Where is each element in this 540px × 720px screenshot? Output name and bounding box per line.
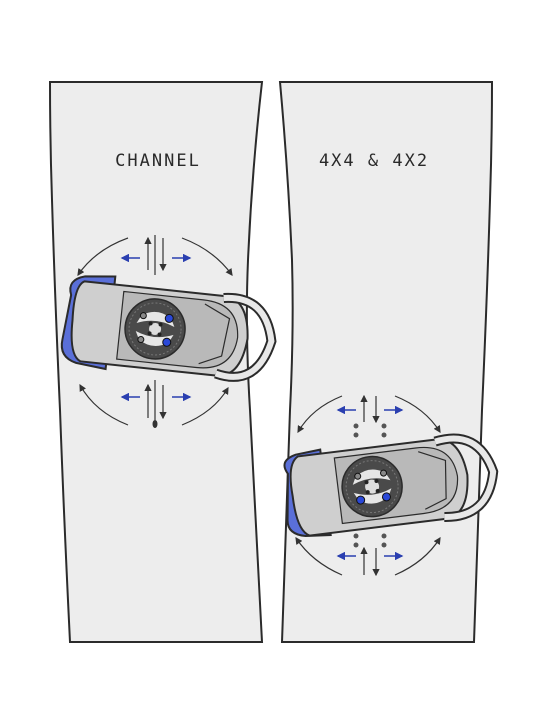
toe-ramp-loop [214,294,275,380]
binding-4x4 [283,433,499,538]
rotation-arrow-icon [79,383,129,426]
bolt-icon [381,492,391,502]
channel-end-cap [152,420,158,428]
rotation-arrow-icon [394,536,441,576]
insert-holes-top [353,423,387,438]
bolt-icon [356,495,366,505]
board-4x4-4x2: 4X4 & 4X2 [278,81,499,643]
rotation-arrow-icon [394,395,441,434]
insert-holes-bottom [353,533,387,548]
rotation-arrow-icon [181,386,229,426]
board-channel: CHANNEL [48,81,277,643]
bolt-icon [164,313,174,323]
binding-channel [60,275,277,382]
rotation-arrow-icon [295,537,343,576]
board-label-channel: CHANNEL [115,151,201,171]
rotation-arrow-icon [181,237,233,276]
rotation-arrow-icon [77,237,129,276]
rotation-arrow-icon [297,395,343,434]
toe-ramp-loop [434,435,497,521]
bolt-icon [162,337,172,347]
board-label-4x4-4x2: 4X4 & 4X2 [319,151,429,171]
